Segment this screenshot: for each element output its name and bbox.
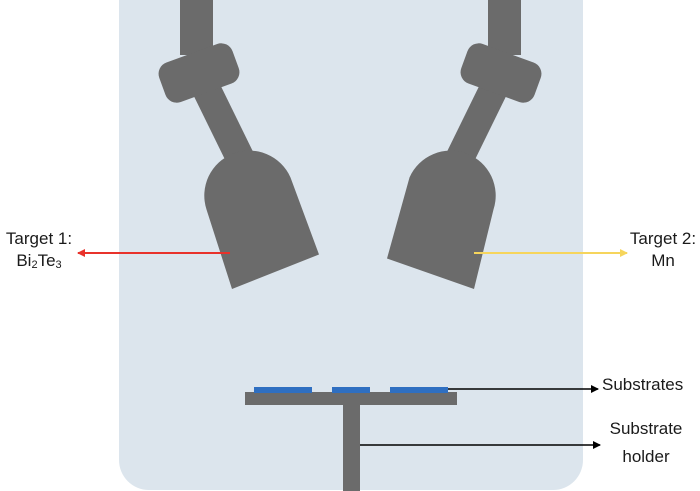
target1-formula: Bi2Te3	[16, 251, 62, 271]
target1-title: Target 1:	[5, 229, 73, 248]
gun-left-top-rod	[180, 0, 213, 55]
substrate-2	[332, 387, 370, 393]
substrate-1	[254, 387, 312, 393]
target2-material: Mn	[651, 251, 675, 270]
target2-title: Target 2:	[629, 229, 697, 248]
substrates	[254, 387, 448, 393]
target2-label: Target 2: Mn	[626, 228, 700, 272]
substrate-3	[390, 387, 448, 393]
holder-label-line1: Substrate	[609, 419, 683, 438]
gun-left-head	[204, 150, 319, 289]
holder-label-line2: holder	[622, 447, 670, 466]
sputter-gun-right	[387, 0, 542, 289]
gun-right-clamp	[460, 43, 542, 103]
holder-label: Substrate holder	[598, 418, 694, 468]
substrates-label: Substrates	[602, 375, 684, 394]
holder-plate	[245, 392, 457, 405]
sputter-gun-left	[158, 0, 319, 289]
gun-right-top-rod	[488, 0, 521, 55]
gun-left-clamp	[158, 43, 240, 103]
target1-label: Target 1: Bi2Te3	[2, 228, 76, 272]
substrate-holder	[245, 392, 457, 491]
gun-right-head	[387, 150, 496, 289]
holder-stem	[343, 400, 360, 491]
